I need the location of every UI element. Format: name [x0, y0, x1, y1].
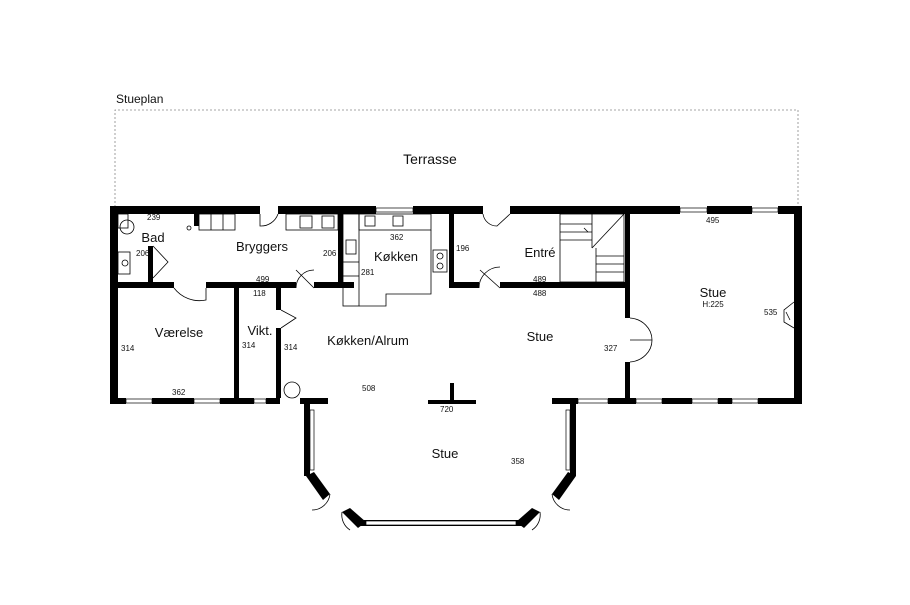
- bathroom-fixtures: [117, 213, 301, 399]
- dim-vaerelse-bottom: 362: [172, 388, 186, 397]
- dim-alrum-width: 720: [440, 405, 454, 414]
- room-label-bryggers: Bryggers: [236, 239, 289, 254]
- terrace-outline: [114, 109, 799, 207]
- dim-stue-right-top: 495: [706, 216, 720, 225]
- dim-bad-top: 239: [147, 213, 161, 222]
- dim-vaerelse-side: 314: [121, 344, 135, 353]
- dim-stue-right-side: 535: [764, 308, 778, 317]
- dim-entre-bottom: 489: [533, 275, 547, 284]
- room-height-stue-right: H:225: [702, 300, 724, 309]
- dim-entre-side: 196: [456, 244, 470, 253]
- room-label-entre: Entré: [524, 245, 555, 260]
- dim-stue-mid-side: 327: [604, 344, 618, 353]
- room-label-vikt: Vikt.: [247, 323, 272, 338]
- dim-alrum-side: 314: [284, 343, 298, 352]
- dim-vikt-top: 118: [253, 289, 266, 298]
- dim-bad-side: 206: [136, 249, 150, 258]
- room-label-kokken-alrum: Køkken/Alrum: [327, 333, 409, 348]
- windows: [125, 207, 779, 404]
- dim-stue-mid-top: 488: [533, 289, 547, 298]
- doors: [152, 213, 653, 531]
- utility-fixtures: [198, 213, 339, 231]
- dim-bryggers-bottom: 499: [256, 275, 270, 284]
- interior-walls: [110, 206, 630, 404]
- fireplace-icon: [783, 301, 795, 329]
- dim-vikt-side: 314: [242, 341, 256, 350]
- dim-stue-bottom-depth: 358: [511, 457, 525, 466]
- room-label-kokken: Køkken: [374, 249, 418, 264]
- dim-kokken-top: 362: [390, 233, 404, 242]
- room-label-stue-mid: Stue: [527, 329, 554, 344]
- room-label-stue-right: Stue: [700, 285, 727, 300]
- terrace-label: Terrasse: [403, 151, 457, 167]
- room-label-bad: Bad: [141, 230, 164, 245]
- dim-bryggers-side: 206: [323, 249, 337, 258]
- exterior-walls: [110, 206, 802, 404]
- dim-alrum-depth: 508: [362, 384, 376, 393]
- room-label-vaerelse: Værelse: [155, 325, 203, 340]
- room-label-stue-bottom: Stue: [432, 446, 459, 461]
- dim-kokken-side: 281: [361, 268, 375, 277]
- kitchen-fixtures: [342, 213, 448, 307]
- staircase: [559, 213, 625, 283]
- plan-title: Stueplan: [116, 92, 163, 106]
- bay-walls: [304, 398, 576, 528]
